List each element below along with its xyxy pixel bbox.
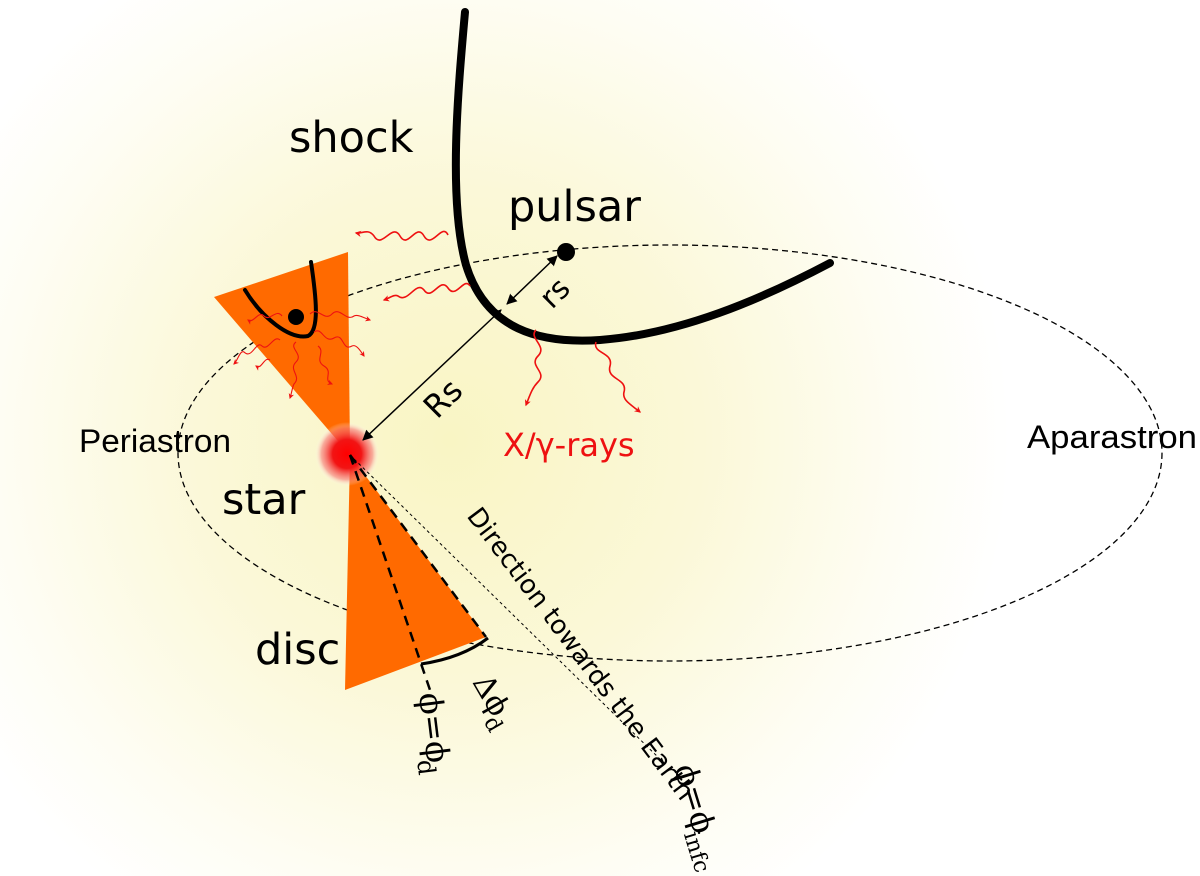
orbit-ellipse [177, 244, 1163, 662]
photon-4 [594, 341, 641, 413]
photon-small-1 [309, 311, 372, 322]
delta-phi-arc [420, 636, 489, 666]
small-shock-front [243, 260, 318, 339]
apastron-label: Aparastron [1027, 419, 1197, 455]
phi-d-label: ϕ=ϕ d [411, 690, 457, 777]
phi-d-subscript: d [411, 758, 441, 777]
phi-d-symbol: ϕ=ϕ [411, 690, 457, 765]
photon-small-2 [313, 330, 365, 357]
photon-small-7 [255, 358, 271, 371]
pulsar [557, 243, 575, 261]
photon-small-3 [288, 341, 299, 400]
disc-lower-wedge [345, 455, 486, 690]
disc-edge-line [348, 454, 488, 638]
shock-label: shock [289, 113, 414, 163]
star-label: star [222, 475, 306, 525]
photons-periastron [233, 311, 372, 400]
photon-1 [354, 230, 449, 241]
star [315, 422, 379, 486]
photon-small-6 [247, 312, 283, 325]
photon-small-4 [233, 338, 281, 365]
earth-direction-line [349, 454, 665, 764]
photons-main [354, 230, 641, 413]
pulsar-label: pulsar [508, 182, 641, 232]
disc-label: disc [255, 625, 340, 675]
photon-small-5 [317, 345, 334, 385]
rays-label: X/γ-rays [503, 426, 635, 464]
shock-front [451, 8, 834, 345]
photon-2 [382, 282, 471, 302]
pulsar-periastron [288, 309, 304, 325]
rs-arrow [506, 255, 558, 305]
photon-3 [524, 329, 542, 407]
Rs-arrow [362, 309, 502, 441]
disc-axis-line [348, 454, 432, 691]
periastron-label: Periastron [79, 423, 231, 459]
